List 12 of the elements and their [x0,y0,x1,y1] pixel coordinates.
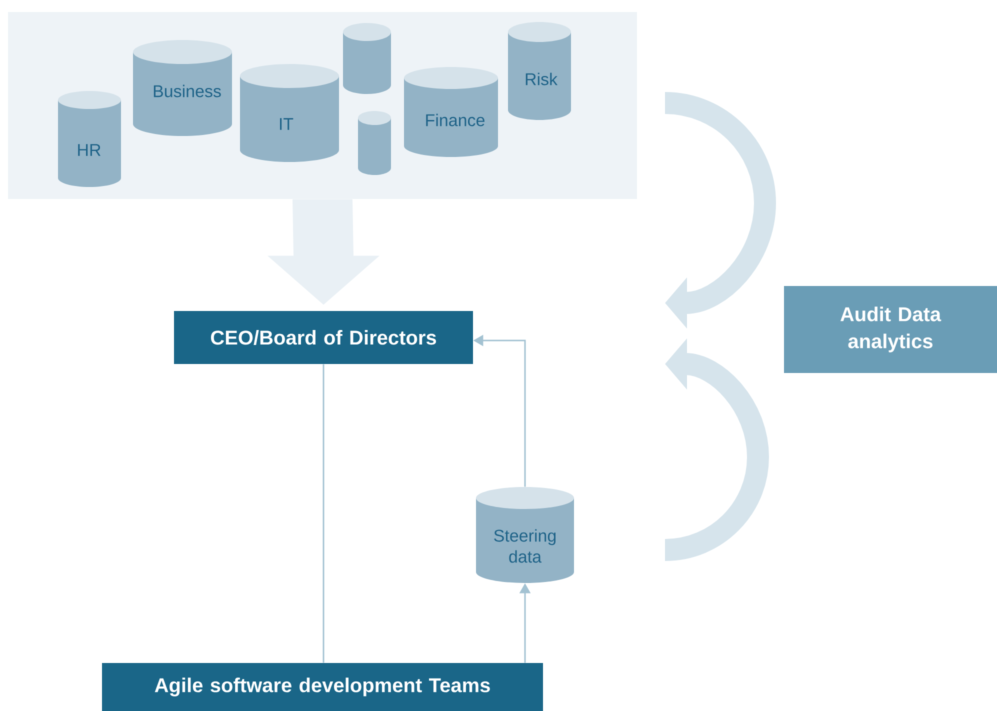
label-box: Audit Data analytics [784,286,997,373]
cylinder-icon [343,23,391,94]
cylinder: Steering data [476,487,574,583]
cylinder: Finance [404,67,498,157]
cylinder-icon [358,111,391,175]
cylinder: Business [133,40,232,136]
label-box: CEO/Board of Directors [174,311,473,364]
cylinder: HR [58,91,121,187]
cylinder: IT [240,64,339,162]
connector-line [322,364,324,663]
cylinder: Risk [508,22,571,120]
label-box: Agile software development Teams [102,663,543,711]
